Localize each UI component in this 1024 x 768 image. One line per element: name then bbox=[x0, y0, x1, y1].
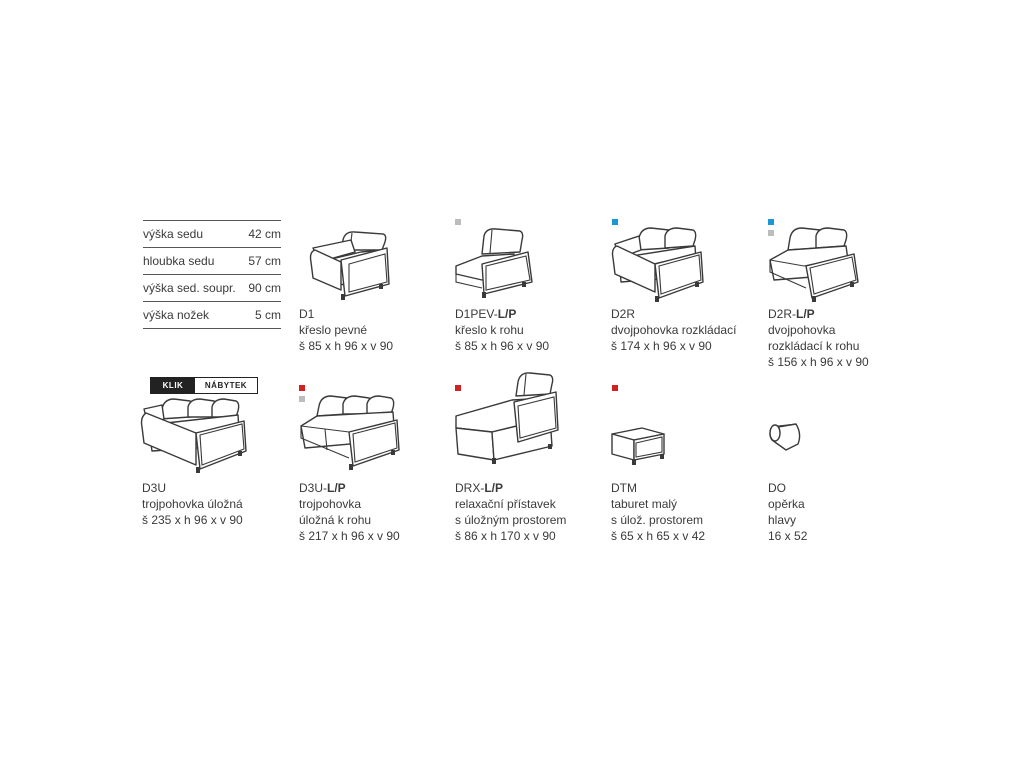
spec-value: 5 cm bbox=[254, 308, 281, 322]
caption-d1pev: D1PEV-L/P křeslo k rohu š 85 x h 96 x v … bbox=[455, 306, 549, 354]
mark-grey bbox=[768, 230, 774, 236]
color-marks bbox=[299, 385, 309, 407]
logo-part-klik: KLIK bbox=[151, 378, 195, 393]
product-dims: š 86 x h 170 x v 90 bbox=[455, 529, 556, 543]
corner-sofa-2-seater-illustration bbox=[769, 227, 859, 302]
brand-logo: KLIK NÁBYTEK bbox=[150, 377, 258, 394]
caption-do: DO opěrka hlavy 16 x 52 bbox=[768, 480, 807, 544]
logo-part-nabytek: NÁBYTEK bbox=[195, 378, 257, 393]
spec-row: výška nožek 5 cm bbox=[143, 302, 281, 329]
headrest-illustration bbox=[769, 423, 801, 451]
product-code: D3U bbox=[142, 481, 167, 495]
caption-d2r: D2R dvojpohovka rozkládací š 174 x h 96 … bbox=[611, 306, 736, 354]
spec-value: 90 cm bbox=[248, 281, 281, 295]
product-desc: relaxační přístavek bbox=[455, 497, 556, 511]
product-dims: š 85 x h 96 x v 90 bbox=[299, 339, 394, 353]
spec-row: výška sed. soupr. 90 cm bbox=[143, 275, 281, 302]
caption-d2r-lp: D2R-L/P dvojpohovka rozkládací k rohu š … bbox=[768, 306, 869, 370]
spec-label: výška sedu bbox=[143, 227, 204, 241]
caption-drx-lp: DRX-L/P relaxační přístavek s úložným pr… bbox=[455, 480, 566, 544]
spec-label: výška nožek bbox=[143, 308, 210, 322]
product-desc-2: rozkládací k rohu bbox=[768, 339, 860, 353]
product-code: D3U- bbox=[299, 481, 328, 495]
mark-red bbox=[455, 385, 461, 391]
product-code-suffix: L/P bbox=[497, 307, 517, 321]
mark-red bbox=[299, 385, 305, 391]
product-code: DTM bbox=[611, 481, 637, 495]
spec-label: výška sed. soupr. bbox=[143, 281, 236, 295]
spec-row: výška sedu 42 cm bbox=[143, 220, 281, 248]
mark-grey bbox=[299, 396, 305, 402]
product-code: D2R bbox=[611, 307, 636, 321]
sofa-2-seater-illustration bbox=[611, 227, 704, 302]
product-desc: opěrka bbox=[768, 497, 805, 511]
product-code: DRX- bbox=[455, 481, 485, 495]
chaise-longue-illustration bbox=[455, 372, 559, 464]
sofa-3-seater-illustration bbox=[140, 398, 247, 473]
caption-d1: D1 křeslo pevné š 85 x h 96 x v 90 bbox=[299, 306, 393, 354]
product-desc: trojpohovka bbox=[299, 497, 362, 511]
armchair-illustration bbox=[309, 231, 390, 300]
caption-d3u: D3U trojpohovka úložná š 235 x h 96 x v … bbox=[142, 480, 243, 528]
product-desc-2: hlavy bbox=[768, 513, 797, 527]
product-code-suffix: L/P bbox=[796, 307, 815, 321]
product-desc: trojpohovka úložná bbox=[142, 497, 243, 511]
product-desc-2: s úložným prostorem bbox=[455, 513, 567, 527]
product-code: D1PEV- bbox=[455, 307, 498, 321]
caption-dtm: DTM taburet malý s úlož. prostorem š 65 … bbox=[611, 480, 705, 544]
product-desc: křeslo pevné bbox=[299, 323, 368, 337]
product-code: DO bbox=[768, 481, 786, 495]
product-dims: š 65 x h 65 x v 42 bbox=[611, 529, 706, 543]
spec-value: 57 cm bbox=[248, 254, 281, 268]
product-dims: š 174 x h 96 x v 90 bbox=[611, 339, 712, 353]
product-dims: 16 x 52 bbox=[768, 529, 808, 543]
mark-blue bbox=[768, 219, 774, 225]
product-dims: š 217 x h 96 x v 90 bbox=[299, 529, 400, 543]
footstool-illustration bbox=[611, 427, 665, 465]
product-code-suffix: L/P bbox=[327, 481, 346, 495]
product-code-suffix: L/P bbox=[484, 481, 504, 495]
product-code: D2R- bbox=[768, 307, 797, 321]
color-marks bbox=[768, 219, 778, 241]
spec-value: 42 cm bbox=[248, 227, 281, 241]
color-marks bbox=[612, 219, 622, 230]
corner-sofa-3-seater-illustration bbox=[300, 395, 400, 470]
color-marks bbox=[455, 385, 465, 396]
spec-label: hloubka sedu bbox=[143, 254, 215, 268]
product-desc-2: s úlož. prostorem bbox=[611, 513, 704, 527]
mark-grey bbox=[455, 219, 461, 225]
product-desc: taburet malý bbox=[611, 497, 678, 511]
mark-red bbox=[612, 385, 618, 391]
mark-blue bbox=[612, 219, 618, 225]
caption-d3u-lp: D3U-L/P trojpohovka úložná k rohu š 217 … bbox=[299, 480, 400, 544]
color-marks bbox=[612, 385, 622, 396]
product-dims: š 85 x h 96 x v 90 bbox=[455, 339, 550, 353]
product-desc: dvojpohovka rozkládací bbox=[611, 323, 737, 337]
product-dims: š 235 x h 96 x v 90 bbox=[142, 513, 243, 527]
product-desc-2: úložná k rohu bbox=[299, 513, 372, 527]
product-dims: š 156 x h 96 x v 90 bbox=[768, 355, 869, 369]
color-marks bbox=[455, 219, 465, 230]
spec-table: výška sedu 42 cm hloubka sedu 57 cm výška … bbox=[143, 220, 281, 329]
corner-armchair-illustration bbox=[455, 228, 533, 298]
product-desc: křeslo k rohu bbox=[455, 323, 524, 337]
spec-row: hloubka sedu 57 cm bbox=[143, 248, 281, 275]
product-desc: dvojpohovka bbox=[768, 323, 836, 337]
product-code: D1 bbox=[299, 307, 315, 321]
